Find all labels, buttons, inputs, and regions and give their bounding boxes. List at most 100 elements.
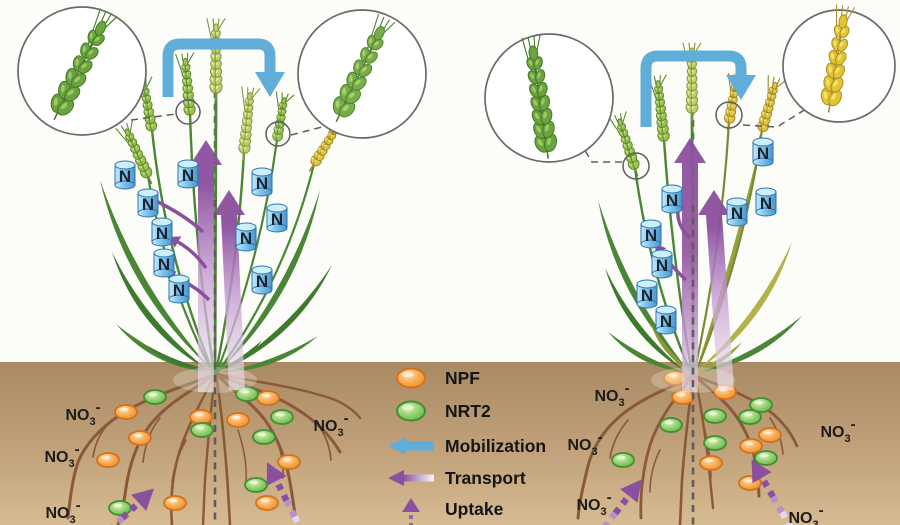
mobilization-arrow-icon bbox=[388, 437, 434, 455]
root bbox=[609, 419, 629, 459]
nitrogen-box: N bbox=[755, 187, 777, 217]
nitrogen-box: N bbox=[114, 160, 136, 190]
legend-label-npf: NPF bbox=[445, 368, 480, 388]
npf-transporter bbox=[699, 455, 723, 471]
nitrogen-label: N bbox=[645, 226, 657, 245]
nrt2-transporter bbox=[749, 397, 773, 413]
mobilization-arrow bbox=[162, 38, 285, 97]
nrt2-transporter bbox=[108, 500, 132, 516]
nrt2-transporter bbox=[703, 408, 727, 424]
legend-label-mobilization: Mobilization bbox=[445, 436, 546, 456]
root bbox=[171, 439, 187, 483]
legend-item-mobilization: Mobilization bbox=[388, 436, 546, 456]
legend-label-transport: Transport bbox=[445, 468, 526, 488]
nitrogen-label: N bbox=[240, 229, 252, 248]
uptake-arrow-icon bbox=[402, 498, 420, 525]
nitrogen-label: N bbox=[158, 255, 170, 274]
wheat-spike bbox=[272, 91, 295, 149]
nitrogen-box: N bbox=[137, 188, 159, 218]
root bbox=[237, 429, 247, 483]
nitrogen-box: N bbox=[661, 184, 683, 214]
nitrogen-label: N bbox=[641, 286, 653, 305]
nrt2-ellipse-icon bbox=[396, 400, 426, 422]
nitrogen-box: N bbox=[655, 305, 677, 335]
nitrogen-label: N bbox=[173, 281, 185, 300]
nitrogen-box: N bbox=[251, 265, 273, 295]
nrt2-transporter bbox=[754, 450, 778, 466]
root bbox=[649, 449, 661, 493]
root bbox=[576, 374, 695, 520]
nitrogen-label: N bbox=[760, 194, 772, 213]
npf-ellipse-icon bbox=[396, 367, 426, 389]
inset-spike bbox=[820, 4, 855, 113]
nitrate-label: NO3- bbox=[567, 429, 602, 458]
inset-spike bbox=[521, 35, 558, 159]
nitrogen-box: N bbox=[235, 222, 257, 252]
spike-highlight-circle bbox=[175, 99, 201, 125]
inset-connector-line bbox=[582, 146, 622, 163]
wheat-spike bbox=[238, 86, 261, 161]
wheat-spike bbox=[757, 74, 787, 139]
root bbox=[317, 423, 332, 461]
transport-arrow-large bbox=[698, 190, 734, 390]
npf-transporter bbox=[96, 452, 120, 468]
uptake-arrow bbox=[266, 462, 303, 525]
spike-highlight-circle bbox=[622, 152, 650, 180]
legend-item-nrt2: NRT2 bbox=[396, 400, 491, 422]
npf-transporter bbox=[163, 495, 187, 511]
nrt2-transporter bbox=[659, 417, 683, 433]
wheat-spike bbox=[608, 111, 640, 177]
legend-item-uptake: Uptake bbox=[402, 498, 504, 525]
inset-spike bbox=[50, 8, 117, 120]
npf-transporter bbox=[739, 438, 763, 454]
nitrogen-label: N bbox=[656, 256, 668, 275]
legend: NPF NRT2 Mobilization Transport bbox=[388, 367, 546, 525]
nrt2-transporter bbox=[143, 389, 167, 405]
wheat-spike bbox=[115, 120, 153, 185]
npf-transporter bbox=[255, 495, 279, 511]
uptake-arrow bbox=[751, 459, 794, 525]
nitrogen-label: N bbox=[271, 210, 283, 229]
inset-connector-line bbox=[290, 125, 327, 136]
nitrogen-label: N bbox=[660, 312, 672, 331]
nrt2-transporter bbox=[738, 409, 762, 425]
nrt2-transporter bbox=[190, 422, 214, 438]
nitrogen-label: N bbox=[256, 272, 268, 291]
nitrogen-box: N bbox=[636, 279, 658, 309]
nitrate-label: NO3- bbox=[594, 380, 629, 409]
uptake-arrow bbox=[110, 488, 155, 525]
nitrogen-label: N bbox=[757, 144, 769, 163]
nitrogen-label: N bbox=[142, 195, 154, 214]
nitrogen-box: N bbox=[726, 197, 748, 227]
nitrate-label: NO3- bbox=[313, 410, 348, 439]
npf-transporter bbox=[663, 370, 687, 386]
nrt2-transporter bbox=[611, 452, 635, 468]
nitrate-label: NO3- bbox=[45, 497, 80, 525]
root bbox=[92, 421, 111, 458]
nrt2-transporter bbox=[252, 429, 276, 445]
transporters-right bbox=[611, 370, 782, 491]
root bbox=[66, 372, 217, 520]
wheat-spike bbox=[206, 18, 226, 101]
nitrogen-box: N bbox=[168, 274, 190, 304]
npf-transporter bbox=[758, 427, 782, 443]
nrt2-transporter bbox=[235, 386, 259, 402]
npf-transporter bbox=[256, 390, 280, 406]
inset-spike bbox=[332, 14, 396, 122]
nrt2-transporter bbox=[703, 435, 727, 451]
nitrogen-label: N bbox=[182, 166, 194, 185]
root bbox=[214, 372, 232, 525]
uptake-arrow bbox=[601, 479, 642, 525]
spike-highlight-circle bbox=[265, 121, 291, 147]
mobilization-arrow bbox=[640, 50, 756, 127]
nitrogen-label: N bbox=[156, 224, 168, 243]
nitrogen-box: N bbox=[752, 137, 774, 167]
npf-transporter bbox=[189, 409, 213, 425]
nitrate-label: NO3- bbox=[65, 399, 100, 428]
nitrogen-box: N bbox=[651, 249, 673, 279]
npf-transporter bbox=[128, 430, 152, 446]
